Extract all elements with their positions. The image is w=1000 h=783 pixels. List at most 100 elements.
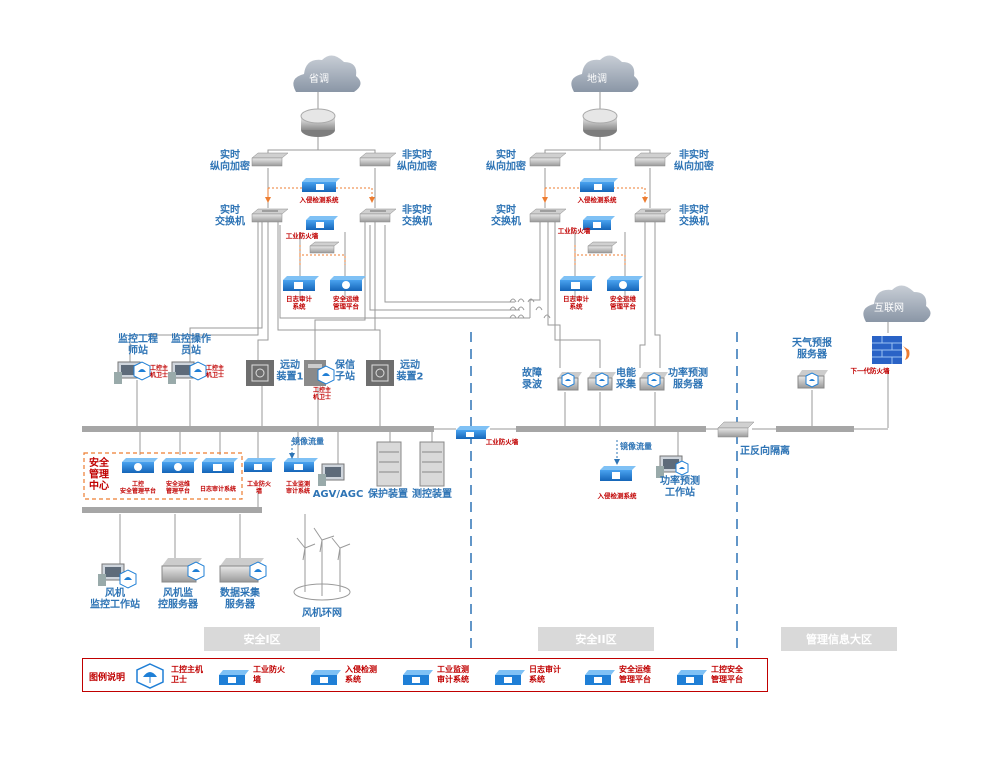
top-right-firewall-label: 工业防火墙 xyxy=(558,226,591,235)
wind-turbine-ring xyxy=(293,527,351,601)
legend-label: 日志审计系统 xyxy=(529,665,561,684)
zone2-isolation-label: 正反向隔离 xyxy=(740,444,790,457)
log-audit-top-left xyxy=(283,276,319,291)
border-firewall xyxy=(456,426,490,439)
zone1-protect-sub-label: 保信子站 xyxy=(334,358,355,383)
ops-top-right xyxy=(607,276,643,291)
ops-platform-icon xyxy=(583,663,617,693)
zone1-zone-label-label: 安全I区 xyxy=(243,632,280,646)
top-left-realtime-encrypt-label: 实时纵向加密 xyxy=(210,148,250,173)
gray-flat-devices xyxy=(251,152,755,438)
zone2-energy-label: 电能采集 xyxy=(615,366,637,391)
zone1-eng-station-label: 监控工程师站 xyxy=(118,332,158,357)
host-guard-badge-1 xyxy=(133,361,151,381)
zone1-agv-label: AGV/AGC xyxy=(313,489,364,500)
host-guard-badge-7 xyxy=(561,372,575,388)
top-left-realtime-switch-label: 实时交换机 xyxy=(215,203,245,228)
racks xyxy=(376,441,445,487)
host-guard-badge-4 xyxy=(119,569,137,589)
host-guard-badge-9 xyxy=(647,372,661,388)
zone1-op-station-label: 监控操作员站 xyxy=(171,332,211,357)
zone1-host-guard2-label: 工控主机卫士 xyxy=(206,364,224,379)
zone1-telecontrol2-label: 远动装置2 xyxy=(396,358,424,383)
log-audit-top-right xyxy=(560,276,596,291)
cloud-district-label: 地调 xyxy=(587,72,607,85)
top-left-log-audit-label: 日志审计系统 xyxy=(286,294,313,310)
industrial-firewall-icon xyxy=(217,663,251,693)
ics-platform xyxy=(122,458,158,473)
top-right-ids-label: 入侵检测系统 xyxy=(577,195,618,204)
zone2-border-fw-label: 工业防火墙 xyxy=(486,437,519,446)
legend-label: 工控安全管理平台 xyxy=(711,665,743,684)
top-right-realtime-switch-label: 实时交换机 xyxy=(491,203,521,228)
protect-rack xyxy=(376,441,402,487)
host-guard-badge-8 xyxy=(595,372,609,388)
zone1-ics-platform-label: 工控安全管理平台 xyxy=(120,480,156,495)
top-left-ids-label: 入侵检测系统 xyxy=(299,195,340,204)
top-right-nonrealtime-encrypt-label: 非实时纵向加密 xyxy=(674,148,714,173)
top-left-nonrealtime-switch-label: 非实时交换机 xyxy=(402,203,432,228)
host-guard-icon xyxy=(135,663,165,693)
legend-label: 入侵检测系统 xyxy=(345,665,377,684)
host-guard-badge-11 xyxy=(675,460,689,476)
data-server xyxy=(219,558,264,583)
monitor-audit-zone1 xyxy=(284,458,318,472)
ids-top-right xyxy=(580,178,618,192)
zone1-bus xyxy=(82,426,434,432)
ids-top-left xyxy=(302,178,340,192)
zone2-pp-station-label: 功率预测工作站 xyxy=(660,474,700,499)
zone2-mirror-label: 镜像流量 xyxy=(620,441,652,451)
legend-label: 安全运维管理平台 xyxy=(619,665,651,684)
measure-rack xyxy=(419,441,445,487)
host-guard-badge-6 xyxy=(249,561,267,581)
cloud-internet: 互联网 xyxy=(863,285,931,322)
top-left-ops-platform-label: 安全运维管理平台 xyxy=(333,294,360,310)
ngfw-device xyxy=(872,336,910,364)
legend-label: 工控主机卫士 xyxy=(171,665,203,684)
top-right-ops-platform-label: 安全运维管理平台 xyxy=(610,294,637,310)
zone1-host-guard1-label: 工控主机卫士 xyxy=(150,364,168,379)
zone1-measure-dev-label: 测控装置 xyxy=(412,487,452,500)
zone1-firewall-label: 工业防火墙 xyxy=(247,480,272,495)
host-guard-badges xyxy=(119,361,819,589)
zone1-data-server-label: 数据采集服务器 xyxy=(220,586,261,611)
zone1-protect-dev-label: 保护装置 xyxy=(367,487,408,500)
zone2-power-pred-label: 功率预测服务器 xyxy=(668,366,708,391)
host-guard-badge-10 xyxy=(805,372,819,388)
firewall-top-left xyxy=(306,216,338,230)
zone1-telecontrol1-label: 远动装置1 xyxy=(276,358,304,383)
zone1-lower-bus xyxy=(82,507,262,513)
log-audit-mgmt xyxy=(202,458,238,473)
firewall-top-right xyxy=(583,216,615,230)
mgmt-center-box xyxy=(83,452,243,500)
zone3-label-box xyxy=(781,627,897,651)
top-right-realtime-encrypt-label: 实时纵向加密 xyxy=(486,148,526,173)
zone1-label-box xyxy=(204,627,320,651)
ops-top-left xyxy=(330,276,366,291)
cloud-internet-label: 互联网 xyxy=(874,302,904,314)
zone1-log-audit-label: 日志审计系统 xyxy=(200,485,236,493)
router-district xyxy=(582,108,618,137)
zone1-ops-platform-label: 安全运维管理平台 xyxy=(166,480,190,495)
ops-platform-mgmt xyxy=(162,458,198,473)
legend-label: 工业监测审计系统 xyxy=(437,665,469,684)
zone2-bus xyxy=(516,426,706,432)
cloud-province-label: 省调 xyxy=(309,72,329,85)
top-left-nonrealtime-encrypt-label: 非实时纵向加密 xyxy=(397,148,437,173)
top-right-nonrealtime-switch-label: 非实时交换机 xyxy=(679,203,709,228)
line-crossovers xyxy=(509,298,551,319)
ics-platform-icon xyxy=(675,663,709,693)
zone2-zone-label-label: 安全II区 xyxy=(575,632,616,646)
zone1-monitor-audit-label: 工业监测审计系统 xyxy=(286,480,310,495)
agv-pc xyxy=(318,463,345,486)
cloud-district: 地调 xyxy=(571,55,639,92)
legend: 图例说明 工控主机卫士工业防火墙入侵检测系统工业监测审计系统日志审计系统安全运维… xyxy=(82,658,768,692)
top-right-log-audit-label: 日志审计系统 xyxy=(563,294,590,310)
host-guard-badge-3 xyxy=(317,365,335,385)
ids-icon xyxy=(309,663,343,693)
firewall-zone1 xyxy=(244,458,276,472)
telecontrol-1 xyxy=(246,360,274,386)
legend-label: 工业防火墙 xyxy=(253,665,285,684)
zone3-ngfw-label: 下一代防火墙 xyxy=(851,366,891,375)
